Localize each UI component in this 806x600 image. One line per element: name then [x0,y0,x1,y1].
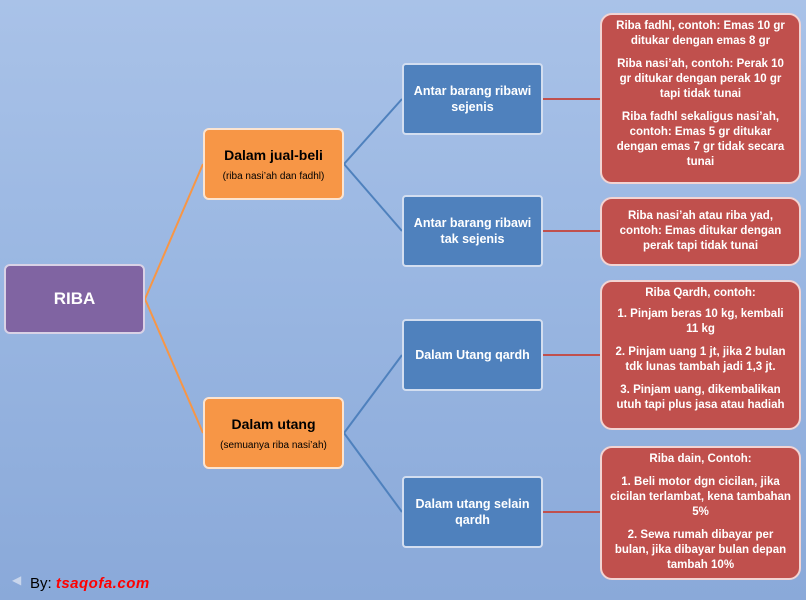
detail-box-selain-qardh: Riba dain, Contoh: 1. Beli motor dgn cic… [600,446,801,580]
credit-site: tsaqofa.com [55,575,150,592]
detail-text: 3. Pinjam uang, dikembalikan utuh tapi p… [616,384,785,411]
category-label: Antar barang ribawi tak sejenis [413,216,532,246]
detail-box-sejenis: Riba fadhl, contoh: Emas 10 gr ditukar d… [600,13,801,184]
detail-text: 1. Pinjam beras 10 kg, kembali 11 kg [617,308,784,335]
category-antar-barang-tak-sejenis: Antar barang ribawi tak sejenis [402,195,543,267]
connector-jualbeli-sejenis [343,98,403,165]
connector-root-utang [144,298,204,434]
connector-utang-selainqardh [343,432,403,513]
category-utang-qardh: Dalam Utang qardh [402,319,543,391]
root-node-riba: RIBA [4,264,145,334]
detail-text: Riba Qardh, contoh: [645,287,756,299]
detail-text: Riba nasi’ah, contoh: Perak 10 gr dituka… [617,58,784,100]
connector-root-jualbeli [144,163,204,300]
category-label: Antar barang ribawi sejenis [413,84,532,114]
back-arrow-icon: ◀ [12,573,22,587]
detail-box-qardh: Riba Qardh, contoh: 1. Pinjam beras 10 k… [600,280,801,430]
category-label: Dalam utang selain qardh [415,497,530,527]
branch-subtitle: (riba nasi’ah dan fadhl) [222,170,325,182]
category-utang-selain-qardh: Dalam utang selain qardh [402,476,543,548]
detail-text: Riba fadhl sekaligus nasi’ah, contoh: Em… [616,111,785,168]
detail-box-tak-sejenis: Riba nasi’ah atau riba yad, contoh: Emas… [600,197,801,266]
connector-utang-qardh [343,354,403,434]
detail-text: Riba dain, Contoh: [649,453,752,465]
category-antar-barang-sejenis: Antar barang ribawi sejenis [402,63,543,135]
detail-text: Riba fadhl, contoh: Emas 10 gr ditukar d… [616,20,785,47]
branch-title: Dalam utang [231,415,316,432]
detail-text: 2. Pinjam uang 1 jt, jika 2 bulan tdk lu… [615,346,786,373]
credit-prefix: By: [30,575,56,592]
detail-text: 1. Beli motor dgn cicilan, jika cicilan … [610,476,791,518]
detail-text: 2. Sewa rumah dibayar per bulan, jika di… [614,529,787,571]
category-label: Dalam Utang qardh [415,348,530,362]
branch-subtitle: (semuanya riba nasi’ah) [220,439,327,451]
branch-jual-beli: Dalam jual-beli (riba nasi’ah dan fadhl) [203,128,344,200]
root-label: RIBA [53,289,96,308]
branch-title: Dalam jual-beli [224,146,323,163]
credit-line: By: tsaqofa.com [30,575,150,592]
detail-text: Riba nasi’ah atau riba yad, contoh: Emas… [619,210,782,252]
branch-utang: Dalam utang (semuanya riba nasi’ah) [203,397,344,469]
connector-jualbeli-taksejenis [343,163,403,232]
